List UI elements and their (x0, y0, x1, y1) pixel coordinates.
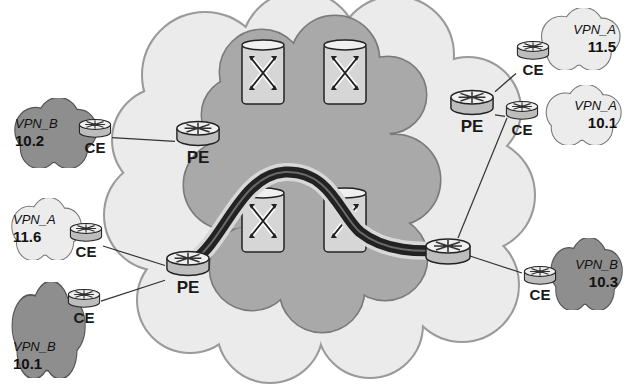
site-address: 11.6 (13, 228, 41, 245)
access-link (495, 115, 505, 116)
router-icon (69, 221, 103, 243)
vpn-name: VPN_B (575, 258, 618, 273)
vpn-site-cloud: VPN_B10.3 (545, 238, 625, 310)
ce-router: CE (505, 99, 539, 138)
site-address: 10.1 (13, 355, 42, 372)
ce-router: CE (67, 287, 101, 326)
site-address: 11.5 (588, 38, 616, 55)
router-label: CE (512, 121, 533, 138)
pe-router (426, 239, 470, 264)
pe-router: PE (175, 118, 221, 168)
router-label: PE (187, 148, 210, 168)
ce-router: CE (516, 39, 550, 78)
access-link (495, 73, 516, 91)
access-link (103, 246, 165, 266)
ce-router: CE (78, 117, 112, 156)
router-label: PE (461, 117, 484, 137)
router-label: CE (530, 286, 551, 303)
router-icon (505, 99, 539, 121)
vpn-name: VPN_A (574, 99, 617, 114)
router-label: CE (523, 61, 544, 78)
site-address: 10.2 (15, 132, 44, 149)
provider-cloud (105, 0, 534, 382)
pe-router: PE (165, 248, 211, 298)
core-router (324, 40, 366, 104)
router-label: CE (85, 139, 106, 156)
router-icon (78, 117, 112, 139)
site-address: 10.1 (588, 114, 617, 131)
vpn-site-cloud: VPN_A10.1 (540, 85, 624, 145)
vpn-site-cloud: VPN_A11.5 (535, 8, 623, 70)
router-icon (523, 264, 557, 286)
core-router (242, 40, 284, 104)
router-icon (175, 118, 221, 148)
vpn-name: VPN_A (573, 23, 616, 38)
router-icon (449, 87, 495, 117)
access-link (101, 280, 165, 301)
ce-router: CE (69, 221, 103, 260)
lsp-tunnel (192, 172, 446, 262)
pe-router: PE (449, 87, 495, 137)
vpn-name: VPN_B (15, 117, 58, 132)
router-icon (516, 39, 550, 61)
vpn-name: VPN_A (13, 213, 56, 228)
router-icon (165, 248, 211, 278)
router-label: CE (76, 243, 97, 260)
ce-router: CE (523, 264, 557, 303)
vpn-name: VPN_B (13, 340, 56, 355)
router-label: PE (177, 278, 200, 298)
site-address: 10.3 (589, 273, 618, 290)
router-icon (67, 287, 101, 309)
router-label: CE (74, 309, 95, 326)
access-link (112, 138, 175, 142)
